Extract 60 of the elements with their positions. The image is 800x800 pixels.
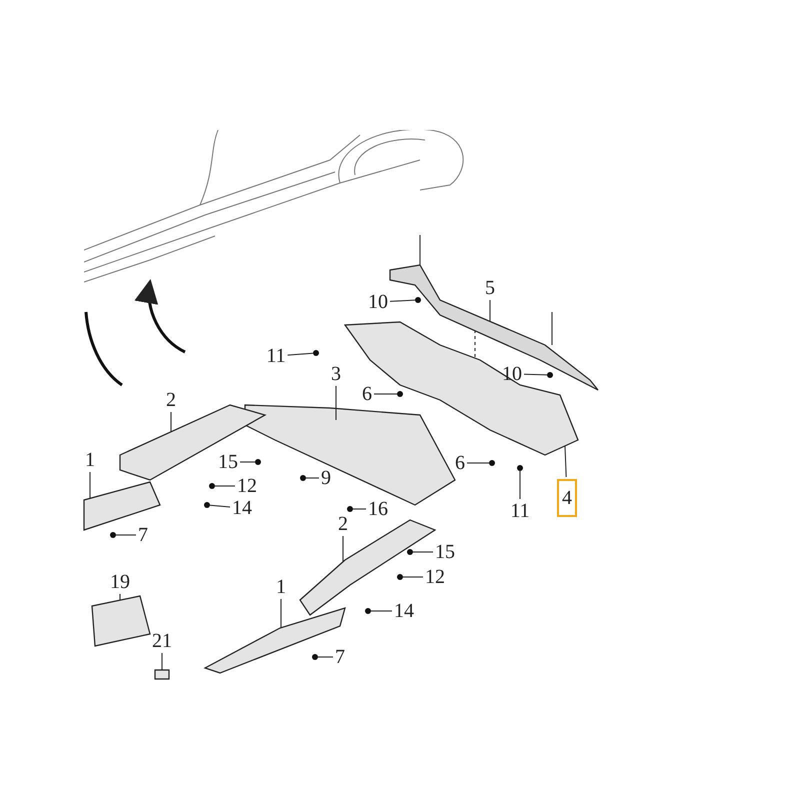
leader-line [390, 300, 416, 302]
bolt-icon [209, 483, 215, 489]
callout-number: 2 [166, 390, 176, 410]
leader-line [342, 536, 344, 562]
callout-number: 21 [152, 631, 172, 651]
splash-shield-panel [203, 607, 346, 674]
callout-number: 12 [425, 567, 445, 587]
bolt-icon [347, 506, 353, 512]
bolt-icon [517, 465, 523, 471]
callout-number: 3 [331, 364, 341, 384]
callout-number: 16 [368, 499, 388, 519]
callout-number: 4 [557, 479, 577, 517]
callout-number: 7 [335, 647, 345, 667]
bolt-icon [415, 297, 421, 303]
bolt-icon [489, 460, 495, 466]
bolt-icon [313, 350, 319, 356]
leader-line [524, 374, 548, 376]
callout-number: 2 [338, 514, 348, 534]
callout-number: 14 [232, 498, 252, 518]
callout-number: 11 [266, 346, 286, 366]
callout-number: 15 [218, 452, 238, 472]
callout-number: 1 [276, 577, 286, 597]
bolt-icon [300, 475, 306, 481]
bolt-icon [407, 549, 413, 555]
leader-line [116, 534, 136, 536]
leader-line [287, 352, 314, 356]
callout-number: 5 [485, 278, 495, 298]
callout-number: 12 [237, 476, 257, 496]
bolt-icon [365, 608, 371, 614]
leader-line [280, 598, 282, 628]
leader-line [318, 656, 334, 658]
leader-line [352, 508, 366, 510]
leader-line [402, 576, 424, 578]
callout-number: 6 [455, 453, 465, 473]
bolt-icon [547, 372, 553, 378]
leader-line [170, 412, 172, 432]
callout-number: 11 [510, 501, 530, 521]
leader-line [210, 504, 230, 508]
bolt-icon [110, 532, 116, 538]
leader-line [466, 462, 490, 464]
bolt-icon [312, 654, 318, 660]
callout-number: 14 [394, 601, 414, 621]
bolt-icon [204, 502, 210, 508]
callout-number: 6 [362, 384, 372, 404]
splash-shield-panel [344, 321, 579, 456]
callout-number: 19 [110, 572, 130, 592]
leader-line [370, 610, 392, 612]
bolt-icon [397, 574, 403, 580]
leader-line [564, 446, 567, 478]
callout-number: 10 [502, 364, 522, 384]
callout-number: 9 [321, 468, 331, 488]
splash-shield-panel [389, 264, 599, 391]
bolt-icon [397, 391, 403, 397]
splash-shield-panel [91, 595, 151, 647]
callout-number: 7 [138, 525, 148, 545]
callout-number: 15 [435, 542, 455, 562]
callout-number: 1 [85, 450, 95, 470]
bolt-icon [255, 459, 261, 465]
clip-part [154, 669, 170, 680]
callout-number: 10 [368, 292, 388, 312]
